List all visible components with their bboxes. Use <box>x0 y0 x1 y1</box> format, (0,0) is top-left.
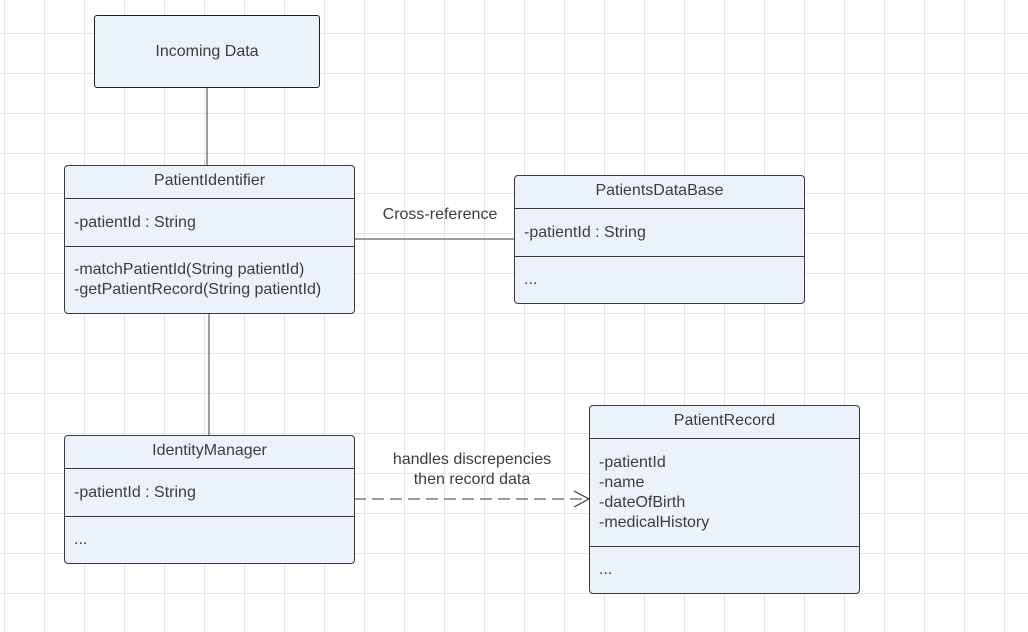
class-patient-identifier-name: PatientIdentifier <box>153 172 266 189</box>
class-patients-database[interactable]: PatientsDataBase -patientId : String ... <box>514 175 805 304</box>
class-patients-database-attributes: -patientId : String <box>515 208 804 256</box>
class-patients-database-methods: ... <box>515 256 804 303</box>
method-line: -getPatientRecord(String patientId) <box>74 281 322 298</box>
method-line: -matchPatientId(String patientId) <box>74 261 305 278</box>
edge-label-handles-discrepancies: handles discrepencies then record data <box>362 450 582 490</box>
method-line: ... <box>599 561 613 578</box>
class-patient-record-attributes: -patientId -name -dateOfBirth -medicalHi… <box>590 438 859 546</box>
class-patient-identifier-attributes: -patientId : String <box>65 198 354 246</box>
attribute-line: -patientId : String <box>524 223 646 241</box>
attribute-line: -dateOfBirth <box>599 493 686 511</box>
attribute-line: -patientId : String <box>74 213 196 231</box>
class-identity-manager[interactable]: IdentityManager -patientId : String ... <box>64 435 355 564</box>
edge-label-cross-reference: Cross-reference <box>382 206 498 223</box>
attribute-line: -patientId : String <box>74 483 196 501</box>
node-incoming-data[interactable]: Incoming Data <box>94 15 320 88</box>
attribute-line: -medicalHistory <box>599 513 710 531</box>
edge-label-line: then record data <box>413 471 531 488</box>
open-arrowhead-icon <box>573 490 591 508</box>
class-patient-record-methods: ... <box>590 546 859 593</box>
class-identity-manager-attributes: -patientId : String <box>65 468 354 516</box>
method-line: ... <box>524 271 538 288</box>
node-incoming-data-label: Incoming Data <box>155 42 259 60</box>
attribute-line: -patientId <box>599 453 666 471</box>
class-patients-database-name: PatientsDataBase <box>595 182 724 199</box>
class-identity-manager-name: IdentityManager <box>152 442 267 459</box>
class-identity-manager-methods: ... <box>65 516 354 563</box>
edge-label-line: handles discrepencies <box>392 451 552 468</box>
class-patient-identifier[interactable]: PatientIdentifier -patientId : String -m… <box>64 165 355 314</box>
class-patient-record[interactable]: PatientRecord -patientId -name -dateOfBi… <box>589 405 860 594</box>
method-line: ... <box>74 531 88 548</box>
class-patient-identifier-methods: -matchPatientId(String patientId) -getPa… <box>65 246 354 313</box>
attribute-line: -name <box>599 473 645 491</box>
class-patient-record-name: PatientRecord <box>673 412 776 429</box>
